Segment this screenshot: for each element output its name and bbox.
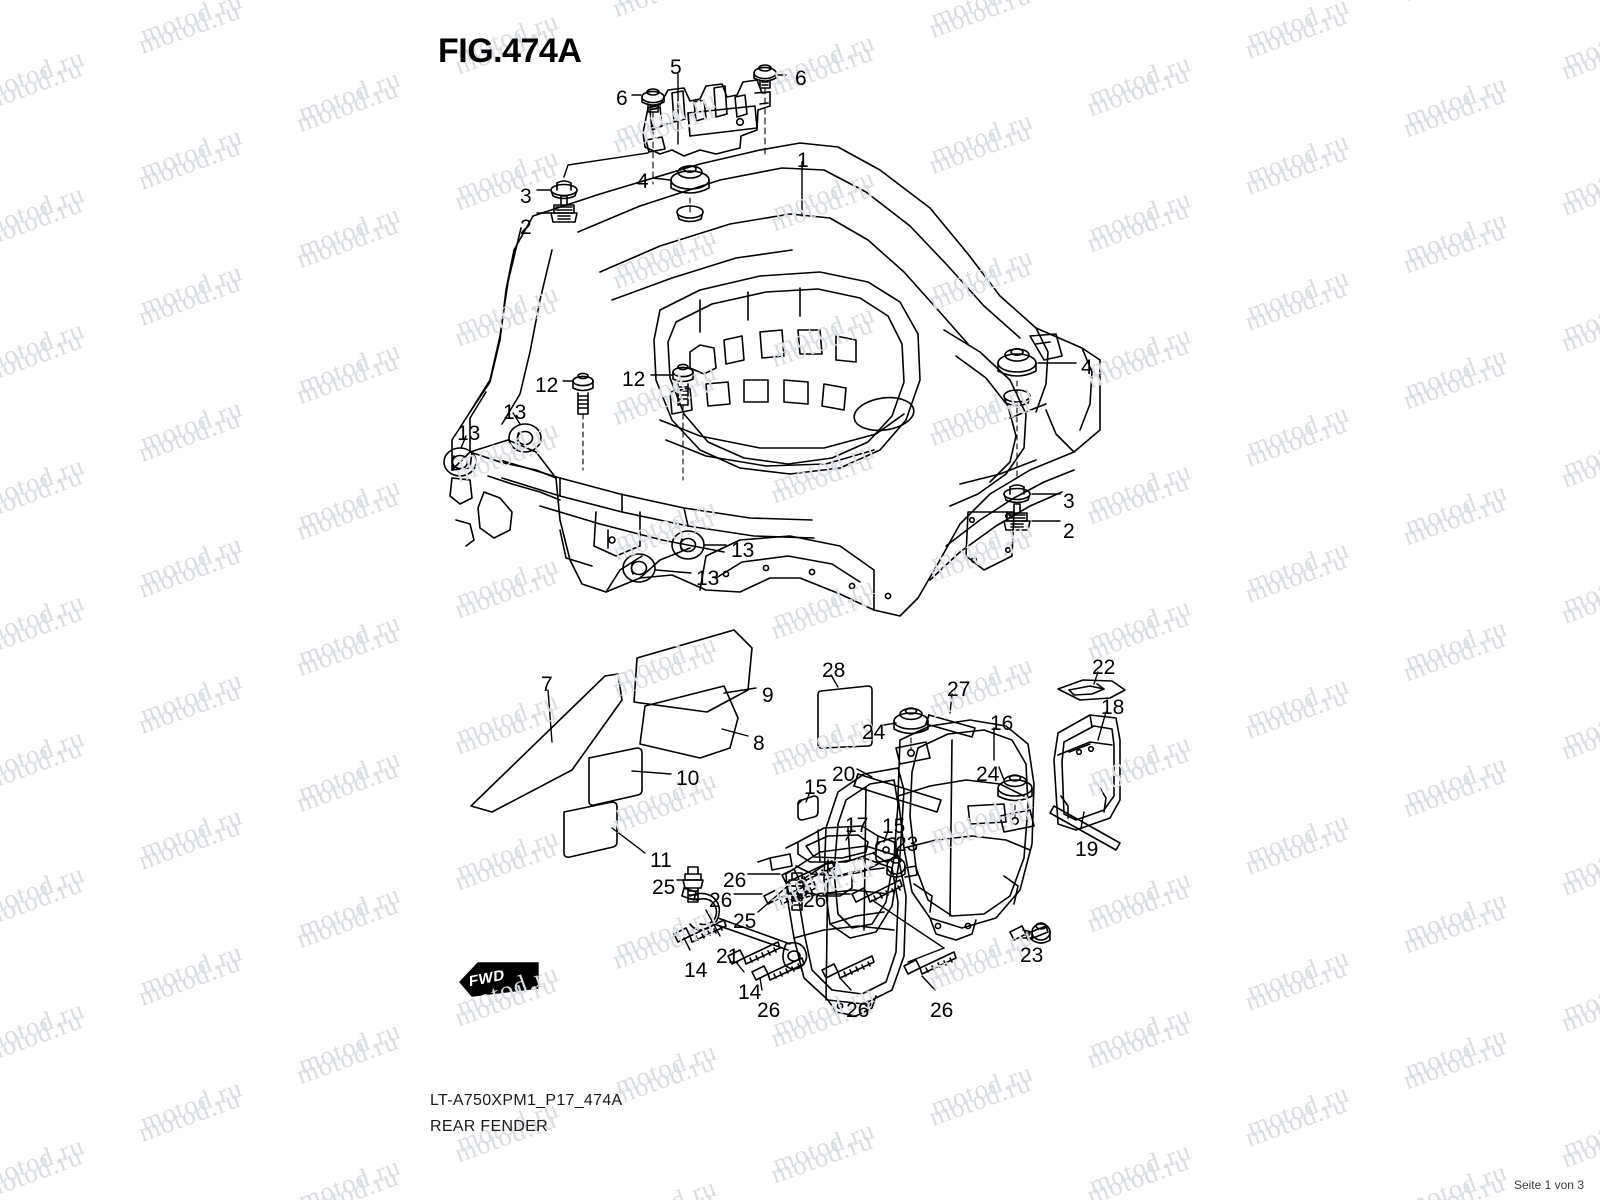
callout-cushion-box-front: 24: [862, 721, 886, 744]
tool-plate-part-28: [817, 685, 873, 749]
callout-screw-h: 26: [930, 999, 954, 1022]
cushion-part-4-left: [670, 165, 710, 223]
cushion-part-24-rear: [997, 774, 1035, 833]
callout-screw-c: 26: [803, 889, 827, 912]
bolt-part-2-left: [550, 195, 578, 223]
screw-part-26-c: [851, 879, 903, 903]
rear-fender-body-part-1: [449, 142, 1101, 617]
callout-bolt-left: 2: [520, 216, 532, 239]
callout-bolt-right: 6: [795, 67, 807, 90]
grommet-part-13-b: [443, 447, 477, 477]
callout-bolt-right: 2: [1063, 520, 1075, 543]
fwd-arrow-marker: [459, 962, 539, 997]
callout-strip-lower: 20: [832, 763, 856, 786]
cushion-part-4-right: [997, 347, 1037, 479]
caption-name: REAR FENDER: [430, 1118, 548, 1135]
callout-screw-e: 14: [738, 981, 762, 1004]
bolt-part-6-left: [641, 88, 665, 185]
decal-part-8: [639, 685, 739, 759]
callout-bracket-top: 5: [670, 56, 682, 79]
battery-holder-part-18: [1053, 714, 1121, 831]
callout-bush-left: 15: [804, 776, 828, 799]
callout-battery-holder: 18: [1101, 696, 1125, 719]
page-title: FIG.474A: [438, 32, 582, 70]
callout-cushion-right: 4: [1081, 356, 1093, 379]
callout-band: 21: [716, 945, 740, 968]
callout-latch-assembly: 17: [845, 814, 869, 837]
page-indicator: Seite 1 von 3: [1513, 1178, 1584, 1192]
callout-cushion-front-left: 4: [637, 170, 649, 193]
rod-part-19: [1049, 805, 1121, 851]
grommet-part-13-d: [622, 553, 656, 583]
callout-cushion-box-rear: 24: [976, 763, 1000, 786]
callout-screw-d: 14: [684, 959, 708, 982]
screw-part-26-d: [751, 957, 805, 981]
callout-bush-right: 15: [882, 815, 906, 838]
fwd-marker: FWD: [455, 962, 533, 996]
callout-decal-small-upper: 10: [676, 767, 700, 790]
fwd-marker-label: FWD: [469, 966, 505, 991]
callout-bolt-upper: 25: [652, 876, 676, 899]
screw-part-26-f: [903, 951, 957, 975]
callout-screw-g: 26: [846, 999, 870, 1022]
callout-washer-right: 3: [1063, 490, 1075, 513]
screw-part-26-a: [781, 860, 835, 884]
callout-strip-upper: 27: [947, 678, 971, 701]
grommet-part-13-a: [508, 423, 542, 453]
callout-battery-box: 16: [990, 712, 1014, 735]
callout-grommet-lower: 13: [696, 567, 720, 590]
bolt-part-6-right: [753, 64, 777, 157]
latch-assembly-part-17: [757, 825, 899, 897]
callout-bolt-lower: 25: [733, 910, 757, 933]
callout-decal-upper-right: 9: [762, 684, 774, 707]
callout-grommet-box-right: 23: [1020, 944, 1044, 967]
callout-screw-b: 26: [709, 889, 733, 912]
screw-part-12-left: [572, 372, 594, 471]
callout-decal-long: 7: [541, 673, 553, 696]
leader-lines: [460, 73, 1107, 991]
cushion-part-24-front: [893, 707, 931, 765]
callout-grommet-left: 13: [457, 422, 481, 445]
screw-part-12-center: [672, 363, 694, 481]
decal-part-9: [633, 629, 753, 713]
callout-screw-center: 12: [622, 368, 646, 391]
callout-screw-left: 12: [535, 374, 559, 397]
decal-part-7: [470, 673, 623, 813]
callout-screw-f: 26: [757, 999, 781, 1022]
callout-band-rod: 19: [1075, 838, 1099, 861]
screw-part-14-b: [727, 941, 781, 965]
callout-decal-mid-right: 8: [753, 732, 765, 755]
decal-part-10: [588, 747, 643, 806]
screw-part-14-a: [673, 919, 727, 943]
callout-grommet-lower-right: 13: [731, 539, 755, 562]
bolt-part-2-right: [1003, 503, 1031, 531]
screw-extra-right: [1009, 925, 1049, 941]
callout-clamp-plate: 22: [1092, 656, 1116, 679]
screw-part-26-b: [763, 881, 817, 905]
bracket-part-5: [642, 79, 771, 157]
callout-grommet-box-left: 23: [895, 833, 919, 856]
callout-tool-plate: 28: [822, 659, 846, 682]
washer-part-3-right: [1003, 484, 1031, 504]
screw-part-26-e: [821, 955, 875, 979]
band-part-21: [681, 887, 808, 970]
caption-code: LT-A750XPM1_P17_474A: [430, 1092, 623, 1109]
callout-decal-small-lower: 11: [650, 849, 672, 872]
clamp-part-22: [1057, 679, 1126, 701]
bush-part-15-left: [797, 795, 819, 821]
decal-part-11: [563, 801, 618, 858]
callout-rear-fender-body: 1: [797, 149, 809, 172]
callout-bolt-left: 6: [616, 87, 628, 110]
callout-grommet-upper: 13: [503, 401, 527, 424]
tool-box-assembly: [785, 845, 907, 1017]
callout-washer-left: 3: [520, 185, 532, 208]
callout-screw-a: 26: [723, 869, 747, 892]
